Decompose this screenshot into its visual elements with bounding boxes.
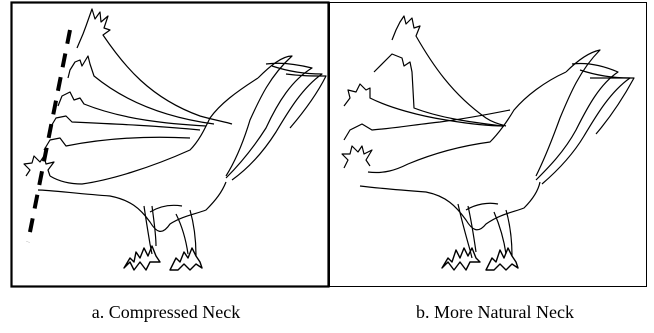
foot-left: [124, 246, 160, 270]
head-comb: [24, 156, 54, 176]
neck-outline-1: [77, 9, 232, 124]
neck-outline-2: [68, 56, 214, 124]
neck-outline-1: [392, 16, 506, 126]
leg-left: [144, 206, 152, 254]
panel-b-rooster: [342, 16, 634, 270]
neck-outline-5: [44, 137, 190, 150]
dashed-alignment-line: [28, 30, 70, 242]
tail-feather-1: [226, 56, 292, 176]
neck-outline-3: [344, 84, 504, 126]
tail-feather-4: [286, 74, 326, 128]
caption-compressed-neck: a. Compressed Neck: [20, 302, 312, 326]
caption-natural-neck: b. More Natural Neck: [350, 302, 640, 326]
panel-a-rooster: [24, 9, 326, 270]
tail-feather-4: [590, 78, 634, 134]
head-comb: [342, 146, 372, 168]
panel-b-frame: [330, 3, 647, 287]
neck-base-outline: [368, 72, 566, 173]
foot-right: [486, 248, 518, 270]
foot-left: [442, 248, 480, 270]
tail-feather-2: [226, 63, 312, 178]
foot-right: [170, 248, 202, 270]
tail-feather-1: [536, 50, 600, 176]
panel-a-frame: [12, 3, 329, 287]
body-outline: [360, 182, 540, 230]
body-lower: [466, 203, 498, 210]
neck-outline-4: [50, 116, 200, 130]
tail-feather-3: [542, 70, 630, 184]
body-lower: [150, 205, 182, 212]
neck-base-outline: [50, 78, 258, 184]
tail-feather-3: [232, 66, 322, 180]
body-outline: [38, 182, 226, 231]
